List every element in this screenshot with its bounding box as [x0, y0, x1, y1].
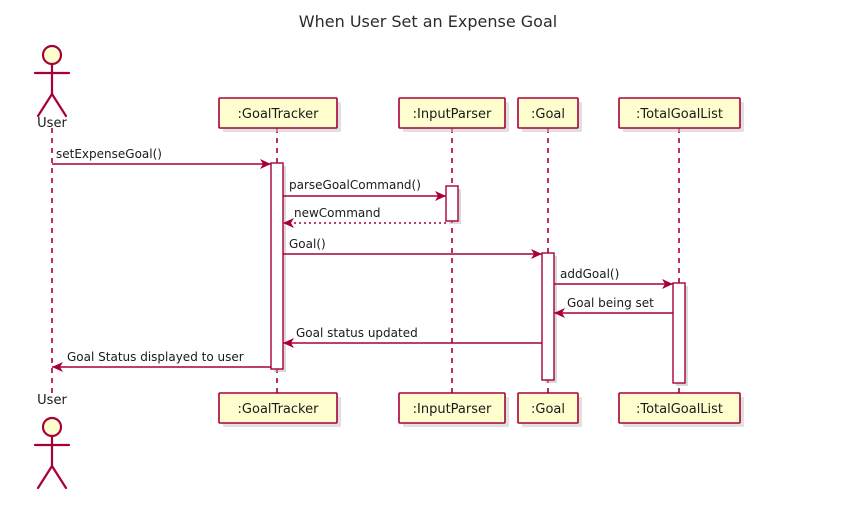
box-rect	[218, 97, 338, 129]
participant-label: :InputParser	[413, 402, 492, 417]
activation-rect	[270, 162, 284, 370]
message-label: Goal()	[289, 237, 326, 251]
diagram-title: When User Set an Expense Goal	[299, 12, 557, 31]
actor-leg-left	[36, 92, 54, 118]
participant-box-goaltracker-top[interactable]: :GoalTracker	[218, 97, 341, 132]
message-arrowhead	[531, 249, 542, 259]
message-arrowhead	[554, 308, 565, 318]
actor-user: User	[33, 393, 71, 490]
message-label: addGoal()	[560, 267, 619, 281]
participant-box-totalgoallist-bottom[interactable]: :TotalGoalList	[618, 392, 744, 427]
activation-bar-inputparser	[445, 185, 461, 224]
box-rect	[398, 97, 506, 129]
participant-label: :GoalTracker	[238, 107, 320, 122]
message-label: Goal status updated	[296, 326, 418, 340]
message-8: Goal Status displayed to user	[52, 350, 271, 372]
message-1: setExpenseGoal()	[52, 147, 271, 169]
activation-bar-totalgoallist	[672, 282, 688, 386]
message-arrowhead	[435, 191, 446, 201]
participant-box-inputparser-bottom[interactable]: :InputParser	[398, 392, 509, 427]
participant-boxes-layer: :GoalTracker :GoalTracker :InputParser :Inp…	[218, 97, 744, 427]
actor-label-user: User	[37, 393, 67, 408]
actor-head-icon	[41, 44, 63, 66]
participant-label: :TotalGoalList	[636, 402, 723, 417]
activation-bar-goaltracker	[270, 162, 286, 372]
activation-rect	[541, 252, 555, 381]
messages-layer: setExpenseGoal() parseGoalCommand() newCom…	[52, 147, 673, 372]
message-arrowhead	[283, 218, 294, 228]
actor-leg-right	[50, 92, 68, 118]
message-7: Goal status updated	[283, 326, 542, 348]
message-label: setExpenseGoal()	[56, 147, 162, 161]
participant-label: :Goal	[531, 402, 565, 417]
message-5: addGoal()	[554, 267, 673, 289]
participant-box-goal-bottom[interactable]: :Goal	[517, 392, 582, 427]
participant-box-totalgoallist-top[interactable]: :TotalGoalList	[618, 97, 744, 132]
actor-label-user: User	[37, 116, 67, 131]
message-label: Goal Status displayed to user	[67, 350, 244, 364]
message-4: Goal()	[283, 237, 542, 259]
participant-label: :InputParser	[413, 107, 492, 122]
actor-leg-left	[36, 464, 54, 490]
actor-leg-right	[50, 464, 68, 490]
message-label: Goal being set	[567, 296, 654, 310]
message-arrowhead	[260, 159, 271, 169]
message-label: newCommand	[294, 206, 380, 220]
activation-bars-layer	[270, 162, 688, 386]
message-arrowhead	[283, 338, 294, 348]
activation-rect	[445, 185, 459, 222]
message-arrowhead	[662, 279, 673, 289]
actor-head-icon	[41, 416, 63, 438]
box-rect	[618, 392, 741, 424]
actor-user: User	[33, 44, 71, 131]
participant-label: :Goal	[531, 107, 565, 122]
participant-box-inputparser-top[interactable]: :InputParser	[398, 97, 509, 132]
message-label: parseGoalCommand()	[289, 178, 421, 192]
box-rect	[218, 392, 338, 424]
message-6: Goal being set	[554, 296, 673, 318]
message-arrowhead	[52, 362, 63, 372]
box-rect	[398, 392, 506, 424]
box-rect	[618, 97, 741, 129]
participant-box-goal-top[interactable]: :Goal	[517, 97, 582, 132]
box-rect	[517, 97, 579, 129]
participant-label: :GoalTracker	[238, 402, 320, 417]
participant-label: :TotalGoalList	[636, 107, 723, 122]
activation-rect	[672, 282, 686, 384]
participant-box-goaltracker-bottom[interactable]: :GoalTracker	[218, 392, 341, 427]
message-2: parseGoalCommand()	[283, 178, 446, 201]
box-rect	[517, 392, 579, 424]
activation-bar-goal	[541, 252, 557, 383]
message-3: newCommand	[283, 206, 446, 228]
